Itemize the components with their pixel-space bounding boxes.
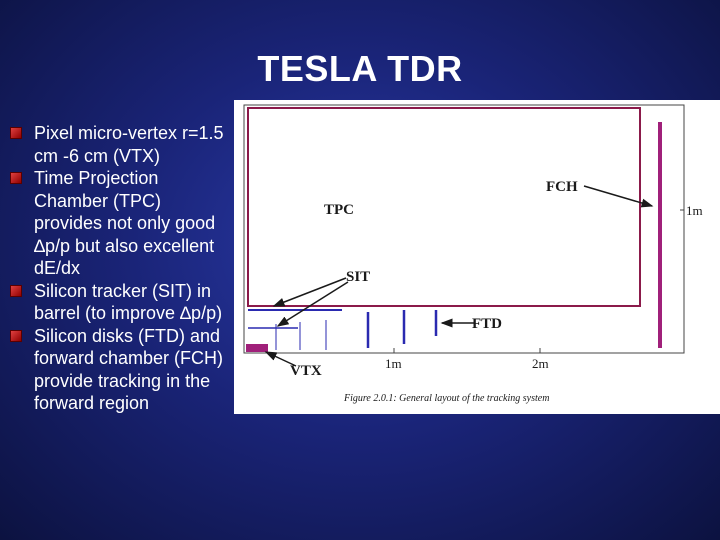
tracking-layout-figure: TPC FCH SIT FTD VTX 1m 1m 2m Figure 2.0.…: [234, 100, 720, 414]
square-bullet-icon: [10, 284, 22, 297]
label-ftd: FTD: [472, 316, 502, 332]
tracking-layout-diagram: TPC FCH SIT FTD VTX 1m 1m 2m Figure 2.0.…: [243, 104, 703, 404]
label-1m-vertical: 1m: [686, 203, 703, 218]
bullet-item: Time Projection Chamber (TPC) provides n…: [8, 167, 228, 280]
bullet-item: Silicon tracker (SIT) in barrel (to impr…: [8, 280, 228, 325]
bullet-text: Silicon disks (FTD) and forward chamber …: [34, 325, 224, 414]
slide-title: TESLA TDR: [257, 48, 463, 89]
label-tpc: TPC: [324, 202, 354, 218]
label-2m-axis: 2m: [532, 356, 549, 371]
bullet-item: Silicon disks (FTD) and forward chamber …: [8, 325, 228, 415]
square-bullet-icon: [10, 329, 22, 342]
label-fch: FCH: [546, 179, 578, 195]
sit-arrow-2: [276, 281, 349, 327]
vtx-block: [246, 344, 268, 352]
fch-arrow: [583, 185, 654, 208]
bullet-text: Time Projection Chamber (TPC) provides n…: [34, 168, 216, 278]
bullet-item: Pixel micro-vertex r=1.5 cm -6 cm (VTX): [8, 122, 228, 167]
vtx-arrow: [264, 351, 297, 367]
label-sit: SIT: [346, 269, 370, 285]
square-bullet-icon: [10, 172, 22, 184]
bullet-text: Pixel micro-vertex r=1.5 cm -6 cm (VTX): [34, 123, 224, 166]
figure-caption: Figure 2.0.1: General layout of the trac…: [343, 393, 549, 404]
label-1m-axis: 1m: [385, 356, 402, 371]
square-bullet-icon: [10, 127, 22, 139]
bullet-list: Pixel micro-vertex r=1.5 cm -6 cm (VTX) …: [8, 122, 228, 415]
sit-arrow-1: [272, 277, 347, 307]
bullet-text: Silicon tracker (SIT) in barrel (to impr…: [34, 280, 223, 324]
fch-bar: [658, 122, 662, 348]
tpc-volume: [247, 107, 641, 307]
outer-frame: [243, 104, 685, 354]
label-vtx: VTX: [290, 363, 322, 379]
